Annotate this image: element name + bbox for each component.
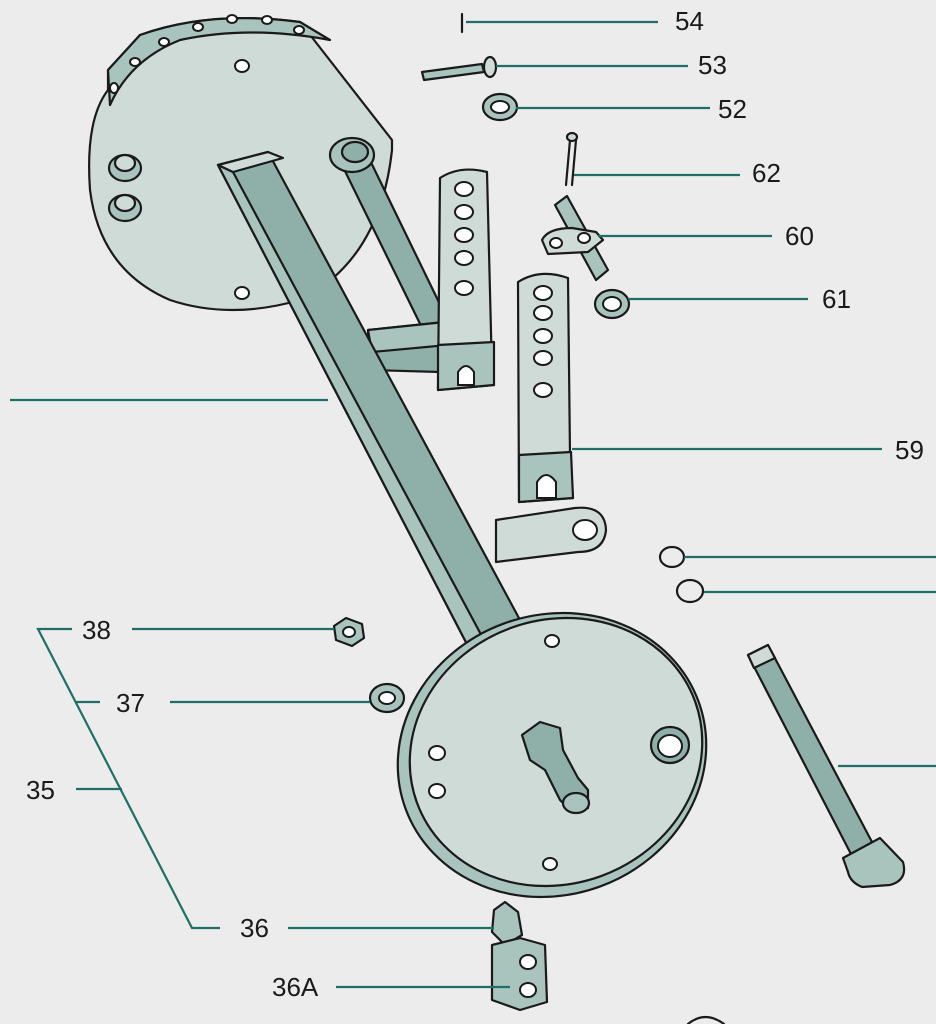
bolt-53: [420, 55, 498, 82]
partial-ring-bottom: [686, 1015, 726, 1024]
bracket-plate-rear: [436, 168, 496, 392]
callout-62: 62: [752, 158, 781, 188]
hub-rim-holes: [109, 14, 305, 94]
callout-38: 38: [82, 615, 111, 645]
o-ring-lower: [675, 578, 705, 604]
callout-61: 61: [822, 284, 851, 314]
stub-axle: [520, 720, 591, 815]
washer-52: [481, 92, 519, 122]
bracket-plate-front-59: [516, 272, 575, 504]
callout-53: 53: [698, 50, 727, 80]
callout-54: 54: [675, 6, 704, 36]
leader-lines: [10, 20, 936, 989]
nut-38: [332, 616, 366, 648]
front-disc-plate: [396, 611, 708, 899]
fitting-36a: [490, 936, 549, 1012]
callout-59: 59: [895, 435, 924, 465]
callout-52: 52: [718, 94, 747, 124]
callout-labels: 54 53 52 62 60 61 59 38 37 35 36 36A: [26, 6, 924, 1002]
long-bolt: [746, 643, 906, 889]
callout-36: 36: [240, 913, 269, 943]
cotter-pin-62: [564, 131, 579, 187]
fitting-36: [490, 900, 524, 947]
clevis-pin-60: [540, 194, 610, 282]
round-shaft: [328, 136, 452, 342]
callout-35: 35: [26, 775, 55, 805]
callout-37: 37: [116, 688, 145, 718]
washer-61: [593, 288, 631, 320]
o-ring-upper: [658, 545, 686, 569]
callout-60: 60: [785, 221, 814, 251]
disc-boss: [649, 725, 691, 765]
callout-36a: 36A: [272, 972, 319, 1002]
washer-37: [368, 682, 406, 714]
eye-bracket: [494, 506, 608, 564]
hub-studs: [107, 153, 143, 223]
